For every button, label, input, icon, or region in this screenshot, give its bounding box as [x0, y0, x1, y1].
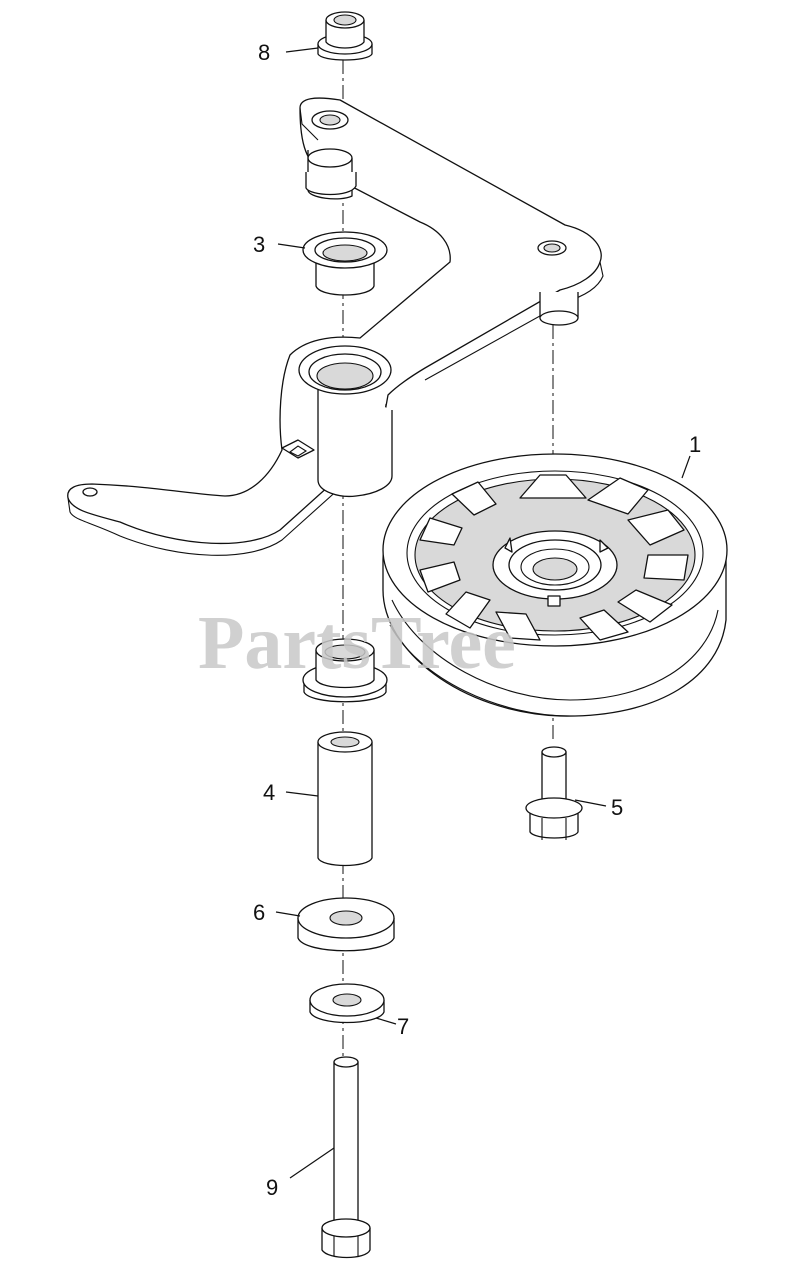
callout-9: 9: [266, 1175, 278, 1200]
callout-1: 1: [689, 432, 701, 457]
pulley-spokes: [419, 474, 689, 641]
part-4-spacer: [317, 731, 373, 867]
watermark-text: PartsTree: [198, 601, 516, 685]
callout-5: 5: [611, 795, 623, 820]
part-6-washer: [297, 897, 395, 952]
part-3-flanged-bushing: [302, 231, 388, 296]
part-5-shoulder-bolt: [525, 746, 583, 840]
idler-arm: [67, 97, 604, 556]
callout-3: 3: [253, 232, 265, 257]
callouts: 8 3 1 4 5 6 7 9: [253, 40, 701, 1200]
part-1-idler-pulley: [382, 453, 728, 717]
callout-4: 4: [263, 780, 275, 805]
leader-lines: [275, 47, 691, 1179]
callout-7: 7: [397, 1014, 409, 1039]
part-8-flange-nut: [317, 11, 373, 61]
part-9-bolt: [321, 1056, 371, 1259]
callout-6: 6: [253, 900, 265, 925]
callout-8: 8: [258, 40, 270, 65]
part-7-washer: [309, 983, 385, 1024]
lower-flanged-bushing: [302, 638, 388, 703]
